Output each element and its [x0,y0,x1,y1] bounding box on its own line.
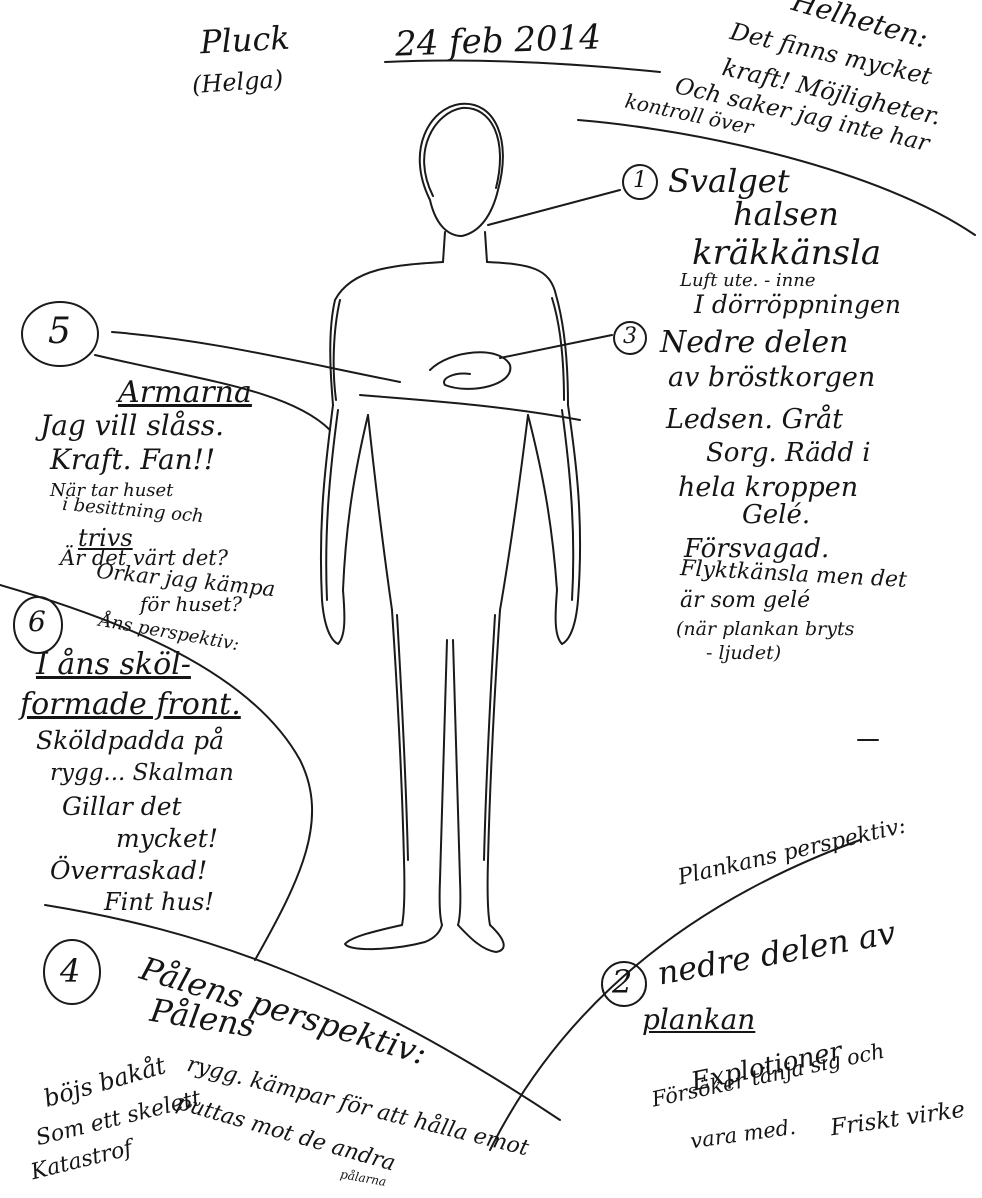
note5-heading: Armarna [118,378,252,408]
note6-line: rygg... Skalman [50,762,234,785]
figure-head [420,104,503,236]
title: Pluck [199,22,290,59]
title-sub: (Helga) [191,67,284,97]
marker-1-label: 1 [633,170,647,192]
note3-line: (när plankan bryts [676,620,854,639]
figure-left-leg [392,610,404,925]
note6-line: Sköldpadda på [36,728,224,753]
marker-2-label: 2 [612,966,632,998]
note6-line: Överraskad! [50,858,207,883]
note1-line: halsen [733,198,839,230]
note3-line: - ljudet) [706,644,781,663]
note6-line: Fint hus! [104,890,214,914]
note3-line: Nedre delen [660,328,848,358]
figure-right-foot [458,925,504,952]
chest-band [360,395,580,420]
figure-right-leg [488,610,500,925]
note5-line: Jag vill slåss. [40,412,224,440]
pointer-line-1 [488,190,620,225]
marker-5-label: 5 [48,314,71,350]
date: 24 feb 2014 [394,20,601,61]
note3-line: är som gelé [680,590,810,612]
note2-line: plankan [642,1006,755,1034]
note6-line: formade front. [20,690,241,720]
figure-inner-legs [440,640,461,925]
human-figure [321,104,580,952]
note6-line: Gillar det [62,794,182,819]
figure-torso [368,415,528,610]
note1-line: kräkkänsla [692,236,881,270]
figure-shoulders [330,262,568,405]
note3-line: Gelé. [742,502,810,528]
note1-line: I dörröppningen [694,292,901,317]
chest-spiral [430,352,510,389]
note3-line: Ledsen. Gråt [666,406,843,433]
marker-4-label: 4 [60,955,80,987]
note5-line: för huset? [140,594,242,614]
note6-line: I åns sköl- [36,650,191,680]
note1-line: Svalget [668,165,790,197]
figure-neck [443,232,487,262]
note3-line: Sorg. Rädd i [706,440,871,466]
note3-line: hela kroppen [678,474,858,501]
note6-line: mycket! [116,826,218,851]
marker-6-label: 6 [28,608,46,636]
marker-3-label: 3 [623,326,637,348]
note3-line: av bröstkorgen [668,364,875,391]
note1-line: Luft ute. - inne [680,272,815,290]
pointer-line-3 [500,335,612,358]
note5-line: Kraft. Fan!! [50,446,215,474]
figure-left-foot [345,925,442,949]
